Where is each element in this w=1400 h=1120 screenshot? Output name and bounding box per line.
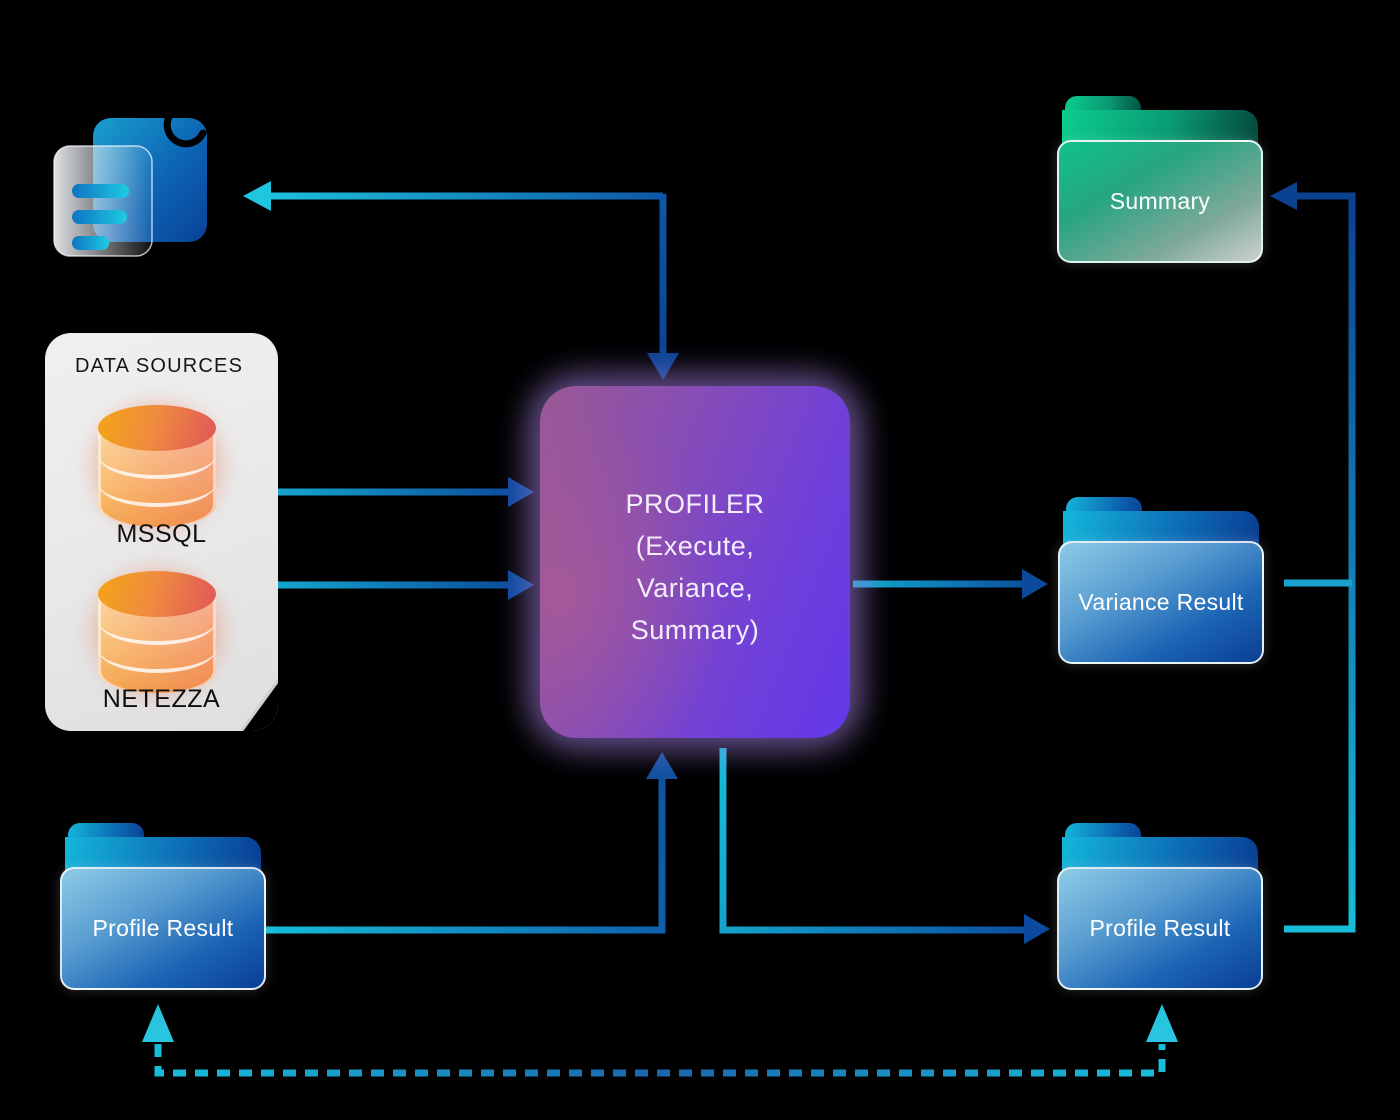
arrowhead-left-report bbox=[243, 181, 271, 211]
arrowhead-dashed-left bbox=[142, 1004, 174, 1042]
profile-result-right-folder-label: Profile Result bbox=[1089, 915, 1231, 941]
doc-text-line-3 bbox=[72, 236, 109, 250]
arrowhead-dashed-right bbox=[1146, 1004, 1178, 1042]
arrowhead-summary bbox=[1270, 182, 1297, 210]
doc-text-line-2 bbox=[72, 210, 127, 224]
database-top bbox=[98, 571, 216, 617]
data-sources-panel: DATA SOURCES MSSQL NETEZZA bbox=[45, 333, 278, 731]
database-icon-netezza bbox=[70, 543, 244, 721]
database-band bbox=[98, 459, 216, 507]
folder-flap bbox=[1063, 511, 1259, 545]
variance-result-folder-node: Variance Result bbox=[1058, 497, 1264, 664]
profile-result-left-folder-label: Profile Result bbox=[92, 915, 234, 941]
summary-folder-node: Summary bbox=[1057, 96, 1263, 263]
arrowhead-up-profiler bbox=[646, 752, 678, 779]
folder-flap bbox=[1062, 110, 1258, 144]
folder-flap bbox=[1062, 837, 1258, 871]
netezza-label: NETEZZA bbox=[102, 685, 221, 713]
edge-riser-to-summary bbox=[1284, 192, 1356, 933]
folder-flap bbox=[65, 837, 261, 871]
database-band bbox=[98, 625, 216, 673]
profile-result-left-folder-node: Profile Result bbox=[60, 823, 266, 990]
folder-body: Profile Result bbox=[1057, 867, 1263, 990]
arrowhead-netezza bbox=[508, 570, 534, 600]
edge-profiler-to-profileright bbox=[719, 748, 1026, 934]
arrowhead-profileright bbox=[1024, 914, 1050, 944]
arrowhead-mssql bbox=[508, 477, 534, 507]
profiler-subtitle-3: Summary) bbox=[630, 615, 760, 645]
report-document-icon bbox=[50, 110, 220, 260]
arrowhead-variance bbox=[1022, 569, 1048, 599]
profiler-node: PROFILER (Execute, Variance, Summary) bbox=[540, 386, 850, 738]
profiler-title: PROFILER bbox=[625, 489, 765, 519]
edge-profileleft-to-profiler bbox=[263, 777, 666, 934]
edge-dashed-feedback bbox=[154, 1044, 1166, 1077]
doc-text-line-1 bbox=[72, 184, 129, 198]
data-sources-title: DATA SOURCES bbox=[75, 355, 244, 377]
folder-body: Summary bbox=[1057, 140, 1263, 263]
database-icon-mssql bbox=[70, 377, 244, 555]
folder-body: Variance Result bbox=[1058, 541, 1264, 664]
folder-body: Profile Result bbox=[60, 867, 266, 990]
profiler-subtitle-1: (Execute, bbox=[635, 531, 755, 561]
report-document-graphic bbox=[53, 113, 207, 257]
variance-result-folder-label: Variance Result bbox=[1078, 589, 1244, 615]
database-top bbox=[98, 405, 216, 451]
profile-result-right-folder-node: Profile Result bbox=[1057, 823, 1263, 990]
doc-frost-panel bbox=[53, 145, 153, 257]
summary-folder-label: Summary bbox=[1109, 188, 1211, 214]
doc-corner-curl bbox=[163, 113, 207, 148]
profiler-subtitle-2: Variance, bbox=[636, 573, 754, 603]
arrowhead-down-profiler bbox=[647, 353, 679, 380]
